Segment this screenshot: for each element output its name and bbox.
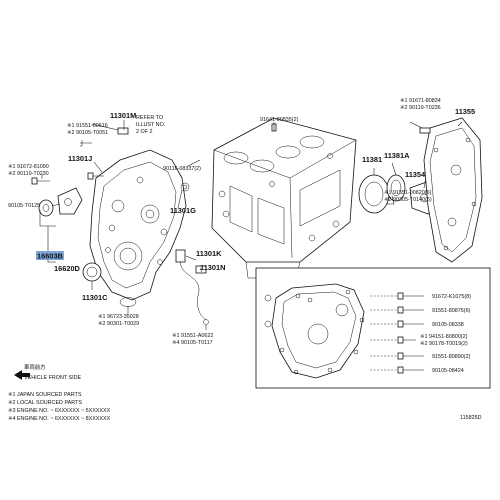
crank-sensor[interactable] (175, 249, 209, 325)
o-ring[interactable] (119, 297, 137, 307)
label-91551-A0622: ※1 91551-A0622 (172, 333, 213, 339)
label-11381: 11381 (362, 155, 382, 164)
label-91641-80835: 91641-80835(2) (260, 117, 299, 123)
label-90105-T0051: ※2 90105-T0051 (67, 130, 108, 136)
label-16620D: 16620D (54, 264, 81, 273)
rear-leaders (373, 121, 463, 205)
part-labels: 11301M ※1 91551-80616 ※2 90105-T0051 113… (8, 98, 475, 346)
label-91551-80616: ※1 91551-80616 (67, 123, 108, 129)
pulley-bracket[interactable] (57, 187, 83, 215)
label-11355: 11355 (455, 107, 475, 116)
label-11301G: 11301G (170, 206, 196, 215)
highlight-16603B (36, 251, 64, 260)
label-90305-T0140: ※2 90305-T0140(6) (384, 197, 432, 203)
inset-labels: 91672-K1075(8) 91551-80875(6) 90105-0833… (420, 294, 471, 374)
label-11301C: 11301C (82, 293, 108, 302)
label-90119-T0236: ※2 90119-T0236 (400, 105, 441, 111)
inset-bolt-icons (397, 292, 424, 374)
label-11381A: 11381A (384, 151, 410, 160)
legend-line-1: ※1 JAPAN SOURCED PARTS (8, 392, 82, 398)
label-11301N: 11301N (200, 263, 225, 272)
vehicle-front-jp: 車両前方 (24, 363, 46, 371)
legend-line-2: ※2 LOCAL SOURCED PARTS (8, 400, 82, 406)
label-11301K: 11301K (196, 249, 222, 258)
label-91551-00820: ※1 91551-00820(6) (384, 190, 432, 196)
legend-line-4: ※4 ENGINE NO. ~ 6XXXXXX ~ 8XXXXXX (8, 416, 111, 422)
label-91672-81090: ※1 91672-81090 (8, 164, 49, 170)
inset-label-2: 91551-80875(6) (432, 308, 471, 314)
cylinder-block[interactable] (211, 117, 357, 279)
inset-label-5: ※2 90178-T0019(2) (420, 341, 468, 347)
label-90119-T0230: ※2 90119-T0230 (8, 171, 49, 177)
inset-label-1: 91672-K1075(8) (432, 294, 471, 300)
end-plate[interactable] (423, 117, 483, 263)
legend: 車両前方 VEHICLE FRONT SIDE ※1 JAPAN SOURCED… (8, 363, 111, 422)
refer-line-1: REFER TO (136, 115, 163, 121)
label-11354: 11354 (405, 170, 426, 179)
label-90116-08337: 90116-08337(2) (163, 166, 201, 172)
refer-line-2: ILLUST NO. (136, 122, 165, 128)
label-16603B: 16603B (37, 252, 63, 261)
front-arrow-icon (14, 370, 30, 380)
left-leaders (39, 120, 207, 330)
label-11301J: 11301J (68, 154, 92, 163)
rear-oil-seal[interactable] (386, 174, 406, 202)
vehicle-front-en: VEHICLE FRONT SIDE (24, 375, 82, 381)
cover-bolts[interactable] (31, 127, 190, 192)
illustration-number: 115825D (460, 415, 482, 421)
label-11301M: 11301M (110, 111, 136, 120)
label-90301-T0029: ※2 90301-T0029 (98, 321, 139, 327)
inset-label-7: 90105-08424 (432, 368, 464, 374)
label-91671-80834: ※1 91671-80834 (400, 98, 441, 104)
idler-pulley[interactable] (38, 199, 54, 217)
inset-label-3: 90105-08338 (432, 322, 464, 328)
rear-bolt[interactable] (419, 127, 431, 134)
oil-seal[interactable] (82, 262, 102, 282)
label-90105-T0125: 90105-T0125 (8, 203, 40, 209)
legend-line-3: ※3 ENGINE NO. ~ 6XXXXXX ~ 5XXXXXX (8, 408, 111, 414)
label-96723-35028: ※1 96723-35028 (98, 314, 139, 320)
block-pin[interactable] (271, 122, 277, 132)
inset-label-4: ※1 94151-80800(2) (420, 334, 468, 340)
timing-chain-cover[interactable] (89, 149, 187, 301)
bolt-inset (255, 267, 491, 389)
label-90105-T0117: ※4 90105-T0117 (172, 340, 213, 346)
refer-line-3: 2 OF 2 (136, 129, 152, 135)
inset-label-6: 91551-80890(2) (432, 354, 471, 360)
